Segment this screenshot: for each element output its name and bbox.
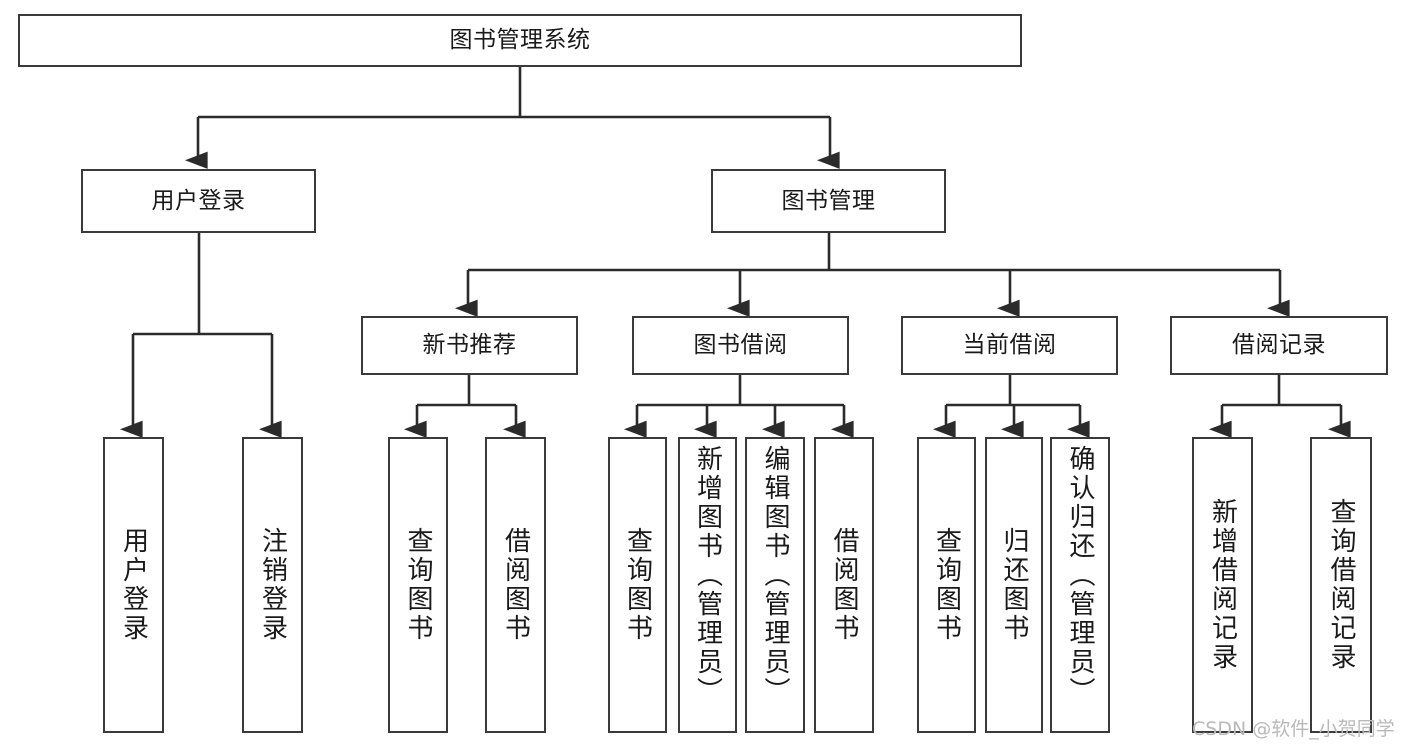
node-leaf-add-book-admin-label: 新增图书（管理员） xyxy=(692,445,723,706)
node-root-system-label: 图书管理系统 xyxy=(449,27,591,54)
node-leaf-logout-label: 注销登录 xyxy=(257,527,288,643)
node-leaf-add-borrow-record[interactable]: 新增借阅记录 xyxy=(1192,437,1253,733)
node-current-borrow-label: 当前借阅 xyxy=(962,332,1057,359)
node-leaf-query-book-borrow[interactable]: 查询图书 xyxy=(608,437,667,733)
node-leaf-borrow-book-recommend-label: 借阅图书 xyxy=(500,527,531,643)
node-book-borrow-label: 图书借阅 xyxy=(693,332,788,359)
node-leaf-query-borrow-record-label: 查询借阅记录 xyxy=(1326,498,1356,672)
node-new-book-recommend[interactable]: 新书推荐 xyxy=(361,316,578,375)
node-leaf-return-book-label: 归还图书 xyxy=(999,527,1029,643)
node-leaf-add-borrow-record-label: 新增借阅记录 xyxy=(1207,498,1238,672)
node-leaf-user-login-label: 用户登录 xyxy=(118,527,149,643)
node-book-borrow[interactable]: 图书借阅 xyxy=(632,316,849,375)
node-borrow-records[interactable]: 借阅记录 xyxy=(1170,316,1388,375)
node-leaf-confirm-return-admin-label: 确认归还（管理员） xyxy=(1065,445,1095,706)
node-user-login[interactable]: 用户登录 xyxy=(81,169,316,233)
node-leaf-edit-book-admin[interactable]: 编辑图书（管理员） xyxy=(745,437,805,733)
node-book-management[interactable]: 图书管理 xyxy=(711,169,946,233)
node-leaf-query-book-current[interactable]: 查询图书 xyxy=(917,437,976,733)
node-current-borrow[interactable]: 当前借阅 xyxy=(901,316,1118,375)
node-leaf-query-book-recommend[interactable]: 查询图书 xyxy=(388,437,448,733)
node-leaf-borrow-book[interactable]: 借阅图书 xyxy=(814,437,874,733)
node-leaf-add-book-admin[interactable]: 新增图书（管理员） xyxy=(678,437,737,733)
node-leaf-query-book-current-label: 查询图书 xyxy=(931,527,962,643)
node-borrow-records-label: 借阅记录 xyxy=(1232,332,1326,359)
node-leaf-query-borrow-record[interactable]: 查询借阅记录 xyxy=(1310,437,1372,733)
node-leaf-borrow-book-recommend[interactable]: 借阅图书 xyxy=(485,437,546,733)
node-leaf-user-login[interactable]: 用户登录 xyxy=(103,437,164,733)
csdn-watermark: CSDN @软件_小贺同学 xyxy=(1192,718,1395,740)
node-leaf-logout[interactable]: 注销登录 xyxy=(242,437,303,733)
node-new-book-recommend-label: 新书推荐 xyxy=(422,332,517,359)
node-leaf-query-book-borrow-label: 查询图书 xyxy=(622,527,653,643)
node-root-system[interactable]: 图书管理系统 xyxy=(18,14,1022,67)
node-leaf-query-book-recommend-label: 查询图书 xyxy=(403,527,433,643)
node-book-management-label: 图书管理 xyxy=(781,187,876,214)
node-leaf-confirm-return-admin[interactable]: 确认归还（管理员） xyxy=(1050,437,1110,733)
node-leaf-edit-book-admin-label: 编辑图书（管理员） xyxy=(760,445,790,706)
node-leaf-borrow-book-label: 借阅图书 xyxy=(829,527,859,643)
node-leaf-return-book[interactable]: 归还图书 xyxy=(985,437,1043,733)
node-user-login-label: 用户登录 xyxy=(151,187,246,214)
